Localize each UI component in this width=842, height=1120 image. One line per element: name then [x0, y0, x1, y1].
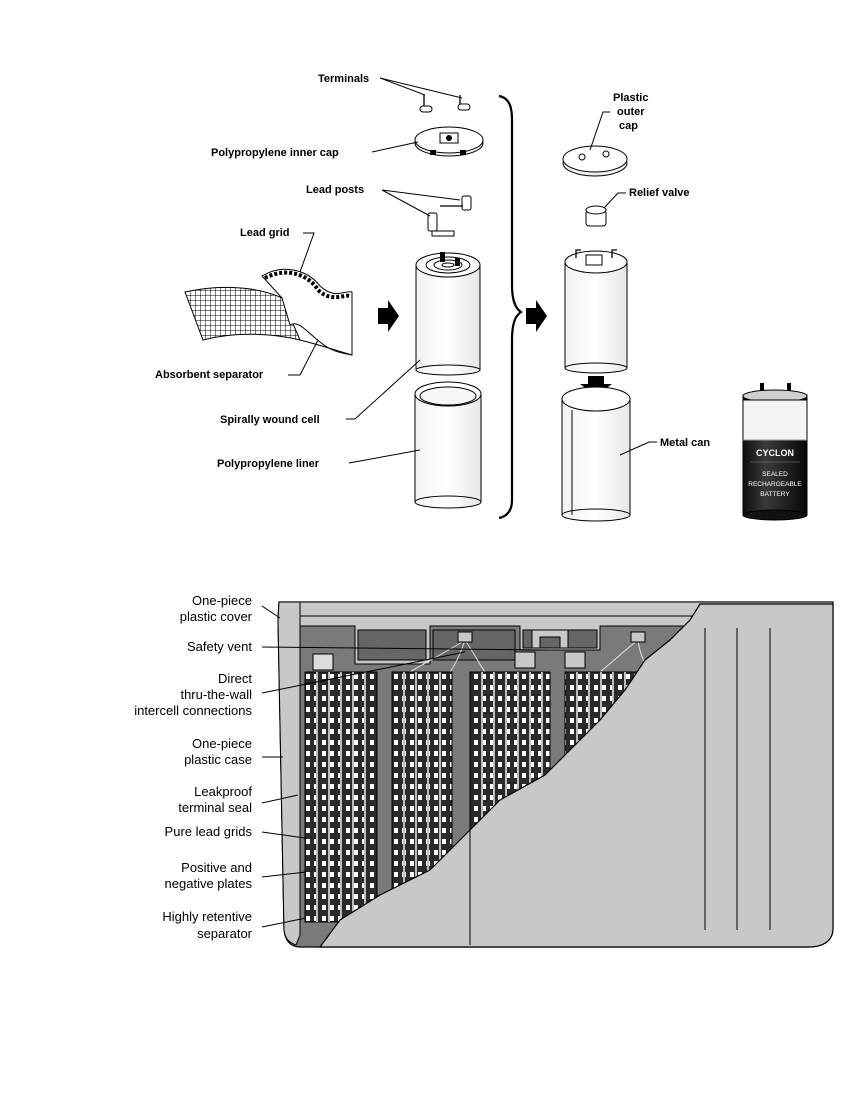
assembled-cell-drawing: [564, 249, 628, 374]
seal-label-1: Leakproof: [194, 784, 252, 799]
battery-line-2: RECHARGEABLE: [748, 481, 802, 488]
battery-brand: CYCLON: [756, 448, 794, 458]
wound-cell-drawing: [415, 252, 481, 376]
retentive-label-2: separator: [197, 926, 253, 941]
metal-can-label: Metal can: [660, 437, 710, 449]
seal-label-2: terminal seal: [178, 800, 252, 815]
metal-can-leader: [619, 441, 657, 456]
retentive-label-1: Highly retentive: [162, 909, 252, 924]
case-wall: [277, 601, 301, 946]
plates-label-2: negative plates: [165, 876, 253, 891]
lead-posts-leader: [381, 189, 461, 217]
grids-label: Pure lead grids: [165, 824, 253, 839]
separator-leader: [288, 339, 319, 376]
plates-leader: [261, 871, 307, 878]
cover-label-1: One-piece: [192, 593, 252, 608]
inner-cap-drawing: [414, 126, 484, 157]
exploded-cell-diagram: Terminals Polypropylene inner cap Lead p…: [155, 73, 808, 522]
liner-label: Polypropylene liner: [217, 458, 320, 470]
outer-cap-label-2: outer: [617, 106, 645, 118]
grids-leader: [261, 831, 306, 839]
cyclon-battery-drawing: CYCLON SEALED RECHARGEABLE BATTERY: [742, 383, 808, 521]
metal-can-drawing: [561, 386, 631, 522]
seal-leader: [261, 794, 299, 804]
battery-cutaway-diagram: One-piece plastic cover Safety vent Dire…: [134, 593, 834, 948]
lead-posts-drawing: [427, 195, 472, 237]
cover-channels: [299, 615, 701, 665]
arrow-right-icon-2: [526, 300, 547, 332]
battery-line-3: BATTERY: [760, 491, 790, 498]
safety-vent-shape: [531, 629, 569, 649]
separator-label: Absorbent separator: [155, 369, 264, 381]
plates-label-1: Positive and: [181, 860, 252, 875]
cover-leader: [261, 605, 281, 619]
outer-cap-leader: [589, 111, 610, 151]
relief-valve-label: Relief valve: [629, 187, 690, 199]
terminals-drawing: [419, 95, 471, 113]
wound-cell-label: Spirally wound cell: [220, 414, 320, 426]
outer-cap-label-1: Plastic: [613, 92, 648, 104]
relief-valve-leader: [603, 192, 626, 209]
wound-cell-leader: [346, 359, 421, 420]
cover-label-2: plastic cover: [180, 609, 253, 624]
intercell-connectors: [409, 631, 651, 673]
inner-cap-label: Polypropylene inner cap: [211, 147, 339, 159]
liner-leader: [348, 449, 421, 464]
terminals-leader: [379, 77, 463, 99]
terminal-post: [312, 653, 334, 671]
lead-grid-label: Lead grid: [240, 227, 290, 239]
intercell-label-2: thru-the-wall: [180, 687, 252, 702]
brace: [498, 94, 523, 520]
terminals-label: Terminals: [318, 73, 369, 85]
arrow-down-icon: [580, 376, 612, 396]
retentive-leader: [261, 917, 307, 928]
intercell-leader: [261, 651, 466, 694]
battery-line-1: SEALED: [762, 471, 788, 478]
lead-grid-drawing: [184, 268, 353, 356]
lead-grid-leader: [299, 232, 315, 273]
intercell-label-3: intercell connections: [134, 703, 252, 718]
lead-posts-label: Lead posts: [306, 184, 364, 196]
inner-cap-leader: [371, 141, 419, 153]
vent-leader: [261, 646, 551, 651]
outer-cap-drawing: [562, 145, 628, 177]
case-label-2: plastic case: [184, 752, 252, 767]
outer-cap-label-3: cap: [619, 120, 638, 132]
intercell-label-1: Direct: [218, 671, 252, 686]
liner-drawing: [414, 381, 482, 509]
case-label-1: One-piece: [192, 736, 252, 751]
arrow-right-icon: [378, 300, 399, 332]
vent-label: Safety vent: [187, 639, 252, 654]
relief-valve-drawing: [585, 205, 607, 227]
